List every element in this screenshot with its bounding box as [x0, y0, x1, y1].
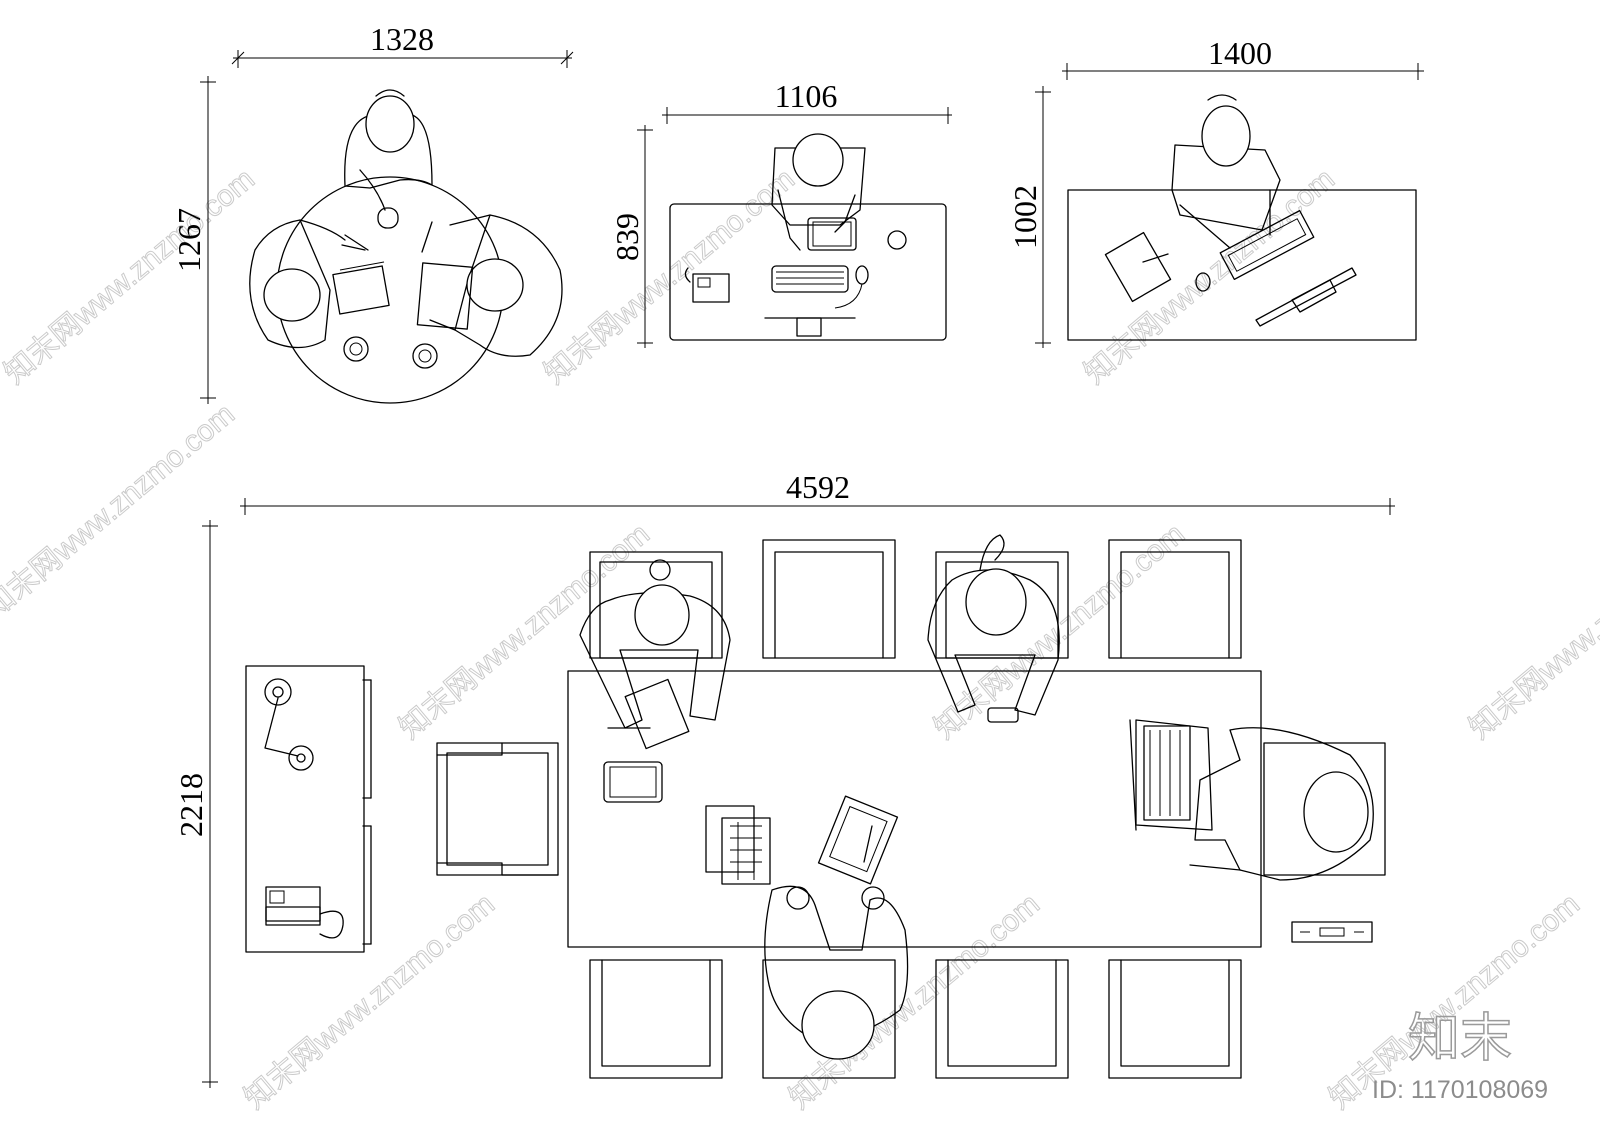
dimension-1400: 1400 [1062, 35, 1424, 80]
dimension-1106: 1106 [662, 78, 952, 124]
dimension-839: 839 [609, 125, 653, 348]
chair-icon [1108, 539, 1242, 659]
smartphone-icon [987, 707, 1019, 723]
keyboard-icon [771, 265, 849, 293]
pen-icon [421, 221, 433, 253]
laptop-icon [1129, 719, 1213, 831]
dimension-1267: 1267 [171, 76, 216, 404]
tablet-icon [807, 217, 857, 251]
notebook-icon [416, 262, 474, 330]
chair-icon [589, 551, 723, 659]
lamp-icon [887, 230, 907, 250]
mouse-icon [1195, 272, 1211, 292]
tablet-icon [603, 761, 663, 803]
mouse-cable [834, 283, 863, 309]
watermark-text: 知末网www.znzmo.com [0, 163, 261, 391]
notebook-icon [332, 261, 390, 315]
monitor-icon [1255, 267, 1357, 327]
watermark-text: 知末网www.znzmo.com [238, 888, 501, 1116]
dimension-label: 1400 [1208, 35, 1272, 71]
dimension-2218: 2218 [173, 520, 218, 1088]
dimension-label: 2218 [173, 773, 209, 837]
notebook-icon [1104, 231, 1172, 303]
dimension-1328: 1328 [231, 21, 574, 68]
conference-table [567, 670, 1262, 948]
watermark-text: 知末网www.znzmo.com [1463, 518, 1600, 746]
dimension-4592: 4592 [240, 469, 1395, 515]
dimension-label: 1002 [1007, 185, 1043, 249]
mouse-icon [855, 265, 869, 285]
chair-icon [935, 959, 1069, 1079]
dimension-1002: 1002 [1007, 86, 1051, 348]
credenza [245, 665, 365, 953]
chair-icon [762, 959, 896, 1079]
dimension-label: 4592 [786, 469, 850, 505]
person-icon [429, 214, 563, 357]
watermark-logo: 知末 [1408, 1009, 1512, 1069]
clipboard-icon [817, 795, 899, 885]
person-icon [927, 534, 1060, 716]
person-icon [771, 133, 866, 251]
coffee-cup-icon [412, 343, 438, 369]
telephone-icon [684, 267, 730, 303]
round-table-group [249, 89, 563, 404]
person-icon [1171, 94, 1281, 249]
chair-icon [436, 742, 559, 876]
chair-icon [589, 959, 723, 1079]
dimension-label: 839 [609, 213, 645, 261]
dimension-label: 1267 [171, 208, 207, 272]
notebook-icon [705, 805, 771, 885]
desk-b-group [1067, 94, 1417, 341]
desk [669, 203, 947, 341]
chair-icon [1108, 959, 1242, 1079]
lamp-icon [264, 678, 314, 771]
dimension-label: 1328 [370, 21, 434, 57]
telephone-icon [265, 886, 344, 939]
person-icon [764, 885, 909, 1060]
monitor-icon [764, 317, 856, 337]
person-icon [579, 559, 731, 729]
conference-room-group [245, 534, 1386, 1079]
image-id-label: ID: 1170108069 [1372, 1076, 1548, 1104]
desk [1067, 189, 1417, 341]
person-icon [344, 89, 433, 229]
chair-icon [762, 539, 896, 659]
notebook-icon [624, 678, 690, 750]
person-icon [1189, 727, 1374, 881]
person-icon [249, 219, 369, 349]
dimension-label: 1106 [775, 78, 838, 114]
desk-a-group [669, 133, 947, 341]
briefcase-icon [1291, 921, 1373, 943]
watermark-layer: 知末网www.znzmo.com 知末网www.znzmo.com 知末网www… [0, 162, 1600, 1116]
pen-icon [341, 244, 366, 251]
watermark-text: 知末网www.znzmo.com [0, 398, 241, 626]
coffee-cup-icon [343, 336, 369, 362]
keyboard-icon [1219, 209, 1315, 281]
